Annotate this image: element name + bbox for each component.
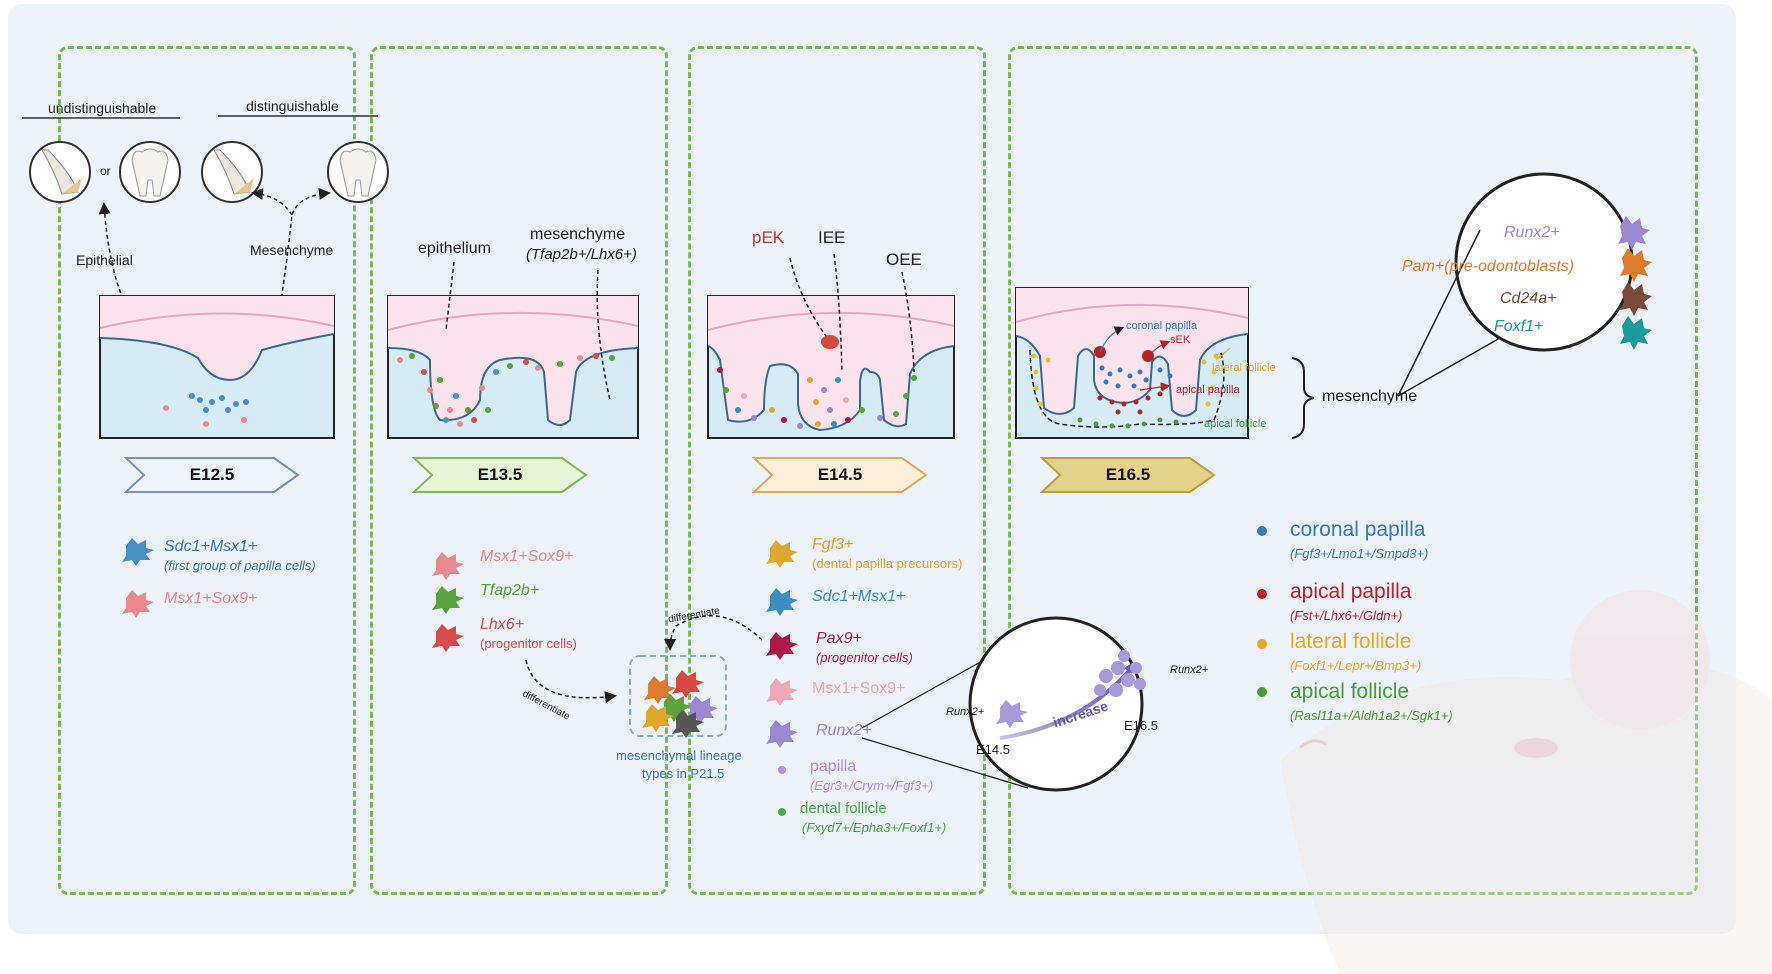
oee-label: OEE bbox=[886, 250, 922, 269]
mouse-watermark bbox=[1280, 590, 1772, 974]
panel-e13-5 bbox=[370, 46, 668, 895]
legend-lateral-follicle: lateral follicle bbox=[1290, 630, 1412, 653]
increase-arrow bbox=[999, 668, 1132, 740]
legend-coronal-papilla: coronal papilla bbox=[1290, 518, 1426, 541]
legend-runx2-p3: Runx2+ bbox=[816, 722, 872, 739]
stage-e16-5-label: E16.5 bbox=[1105, 465, 1151, 484]
legend-sdc1-msx1-p3: Sdc1+Msx1+ bbox=[812, 588, 906, 605]
lineage-label-2: types in P21.5 bbox=[642, 766, 725, 781]
legend-sdc1-msx1-p1: Sdc1+Msx1+ bbox=[164, 538, 258, 555]
or-label: or bbox=[100, 164, 111, 178]
epithelial-label: Epithelial bbox=[76, 252, 133, 268]
mesenchyme-label-p4: mesenchyme bbox=[1322, 388, 1418, 405]
cd24a-cell-icon bbox=[1620, 282, 1652, 316]
tfap2b-cell-icon bbox=[432, 586, 464, 614]
tissue-e14-5 bbox=[707, 295, 955, 439]
legend-sdc1-msx1-p1-sub: (first group of papilla cells) bbox=[164, 558, 316, 573]
pax9-cell-icon bbox=[766, 632, 798, 660]
runx2-cell-icon bbox=[1618, 216, 1650, 250]
panel-e12-5 bbox=[58, 46, 356, 895]
legend-pax9: Pax9+ bbox=[816, 630, 862, 647]
sdc1-msx1-cell-icon-p3 bbox=[766, 588, 798, 616]
distinguishable-label: distinguishable bbox=[246, 98, 339, 114]
runx2-cluster-icon bbox=[1094, 650, 1146, 697]
runx2-zoom-circle bbox=[968, 616, 1144, 792]
incisor-icon-2 bbox=[201, 141, 263, 203]
apical-follicle-label: apical follicle bbox=[1204, 418, 1267, 430]
foxf1-cell-icon bbox=[1620, 316, 1652, 350]
stage-e16-5: E16.5 bbox=[1040, 456, 1216, 494]
tissue-e12-5 bbox=[99, 295, 335, 439]
pek-label: pEK bbox=[752, 228, 785, 247]
legend-pax9-sub: (progenitor cells) bbox=[816, 650, 913, 665]
incisor-icon bbox=[29, 141, 91, 203]
stage-e13-5: E13.5 bbox=[412, 456, 588, 494]
papilla-markers: (Egr3+/Crym+/Fgf3+) bbox=[810, 778, 934, 793]
dental-follicle-dot bbox=[778, 808, 786, 816]
stage-e12-5: E12.5 bbox=[124, 456, 300, 494]
lineage-box bbox=[629, 655, 727, 737]
sdc1-msx1-cell-icon-p1 bbox=[122, 538, 154, 566]
stage-e14-5: E14.5 bbox=[752, 456, 928, 494]
legend-tfap2b: Tfap2b+ bbox=[480, 582, 540, 599]
zoom-e165-label: E16.5 bbox=[1124, 718, 1158, 733]
lineage-label-1: mesenchymal lineage bbox=[616, 748, 742, 763]
zoom-runx2-left: Runx2+ bbox=[946, 706, 985, 718]
pam-cell-icon bbox=[1620, 248, 1652, 282]
legend-apical-follicle: apical follicle bbox=[1290, 680, 1410, 703]
legend-lhx6: Lhx6+ bbox=[480, 616, 525, 633]
mesenchyme-label-p1: Mesenchyme bbox=[250, 242, 334, 258]
legend-lhx6-sub: (progenitor cells) bbox=[480, 636, 577, 651]
papilla-dot bbox=[778, 766, 786, 774]
legend-apical-papilla: apical papilla bbox=[1290, 580, 1412, 603]
tissue-e13-5 bbox=[387, 295, 639, 439]
molar-icon bbox=[119, 141, 181, 203]
mesenchyme-label-p2: mesenchyme bbox=[530, 226, 626, 243]
legend-fgf3-sub: (dental papilla precursors) bbox=[812, 556, 963, 571]
papilla-label: papilla bbox=[810, 758, 857, 775]
iee-label: IEE bbox=[818, 228, 846, 247]
coronal-papilla-label: coronal papilla bbox=[1126, 320, 1197, 332]
msx1-sox9-cell-icon-p1 bbox=[122, 590, 154, 618]
legend-apical-follicle-sub: (Rasl11a+/Aldh1a2+/Sgk1+) bbox=[1290, 708, 1453, 723]
legend-lateral-follicle-sub: (Foxf1+/Lepr+/Bmp3+) bbox=[1290, 658, 1422, 673]
mesenchyme-markers-p2: (Tfap2b+/Lhx6+) bbox=[526, 246, 637, 263]
epithelium-label: epithelium bbox=[418, 240, 491, 257]
lineage-cells-icon bbox=[642, 670, 718, 738]
legend-msx1-sox9-p2: Msx1+Sox9+ bbox=[480, 548, 574, 565]
undistinguishable-label: undistinguishable bbox=[48, 100, 157, 116]
panel-e14-5 bbox=[688, 46, 986, 895]
dental-follicle-label: dental follicle bbox=[800, 800, 887, 817]
legend-msx1-sox9-p1: Msx1+Sox9+ bbox=[164, 590, 258, 607]
runx2-small-icon bbox=[996, 700, 1028, 728]
legend-apical-papilla-sub: (Fst+/Lhx6+/Gldn+) bbox=[1290, 608, 1403, 623]
molar-icon-2 bbox=[327, 141, 389, 203]
fgf3-cell-icon bbox=[766, 540, 798, 568]
runx2-cell-icon-p3 bbox=[766, 720, 798, 748]
circle-cd24a-label: Cd24a+ bbox=[1500, 290, 1557, 307]
stage-e14-5-label: E14.5 bbox=[817, 465, 863, 484]
legend-fgf3: Fgf3+ bbox=[812, 536, 854, 553]
apical-papilla-label: apical papilla bbox=[1176, 384, 1240, 396]
circle-foxf1-label: Foxf1+ bbox=[1494, 318, 1544, 335]
stage-e13-5-label: E13.5 bbox=[477, 465, 523, 484]
legend-coronal-papilla-sub: (Fgf3+/Lmo1+/Smpd3+) bbox=[1290, 546, 1429, 561]
circle-pam-label: Pam+(pre-odontoblasts) bbox=[1402, 258, 1575, 275]
zoom-e145-label: E14.5 bbox=[976, 742, 1010, 757]
dental-follicle-markers: (Fxyd7+/Epha3+/Foxf1+) bbox=[802, 820, 947, 835]
stage-e12-5-label: E12.5 bbox=[189, 465, 235, 484]
msx1-sox9-cell-icon-p2 bbox=[432, 552, 464, 580]
legend-msx1-sox9-p3: Msx1+Sox9+ bbox=[812, 680, 906, 697]
panel-e16-5 bbox=[1008, 46, 1698, 895]
lateral-follicle-label: lateral follicle bbox=[1212, 362, 1276, 374]
sek-label: sEK bbox=[1170, 334, 1191, 346]
tissue-e16-5 bbox=[1015, 287, 1249, 439]
msx1-sox9-cell-icon-p3 bbox=[766, 678, 798, 706]
circle-runx2-label: Runx2+ bbox=[1504, 224, 1560, 241]
lhx6-cell-icon bbox=[432, 624, 464, 652]
zoom-runx2-right: Runx2+ bbox=[1170, 664, 1209, 676]
